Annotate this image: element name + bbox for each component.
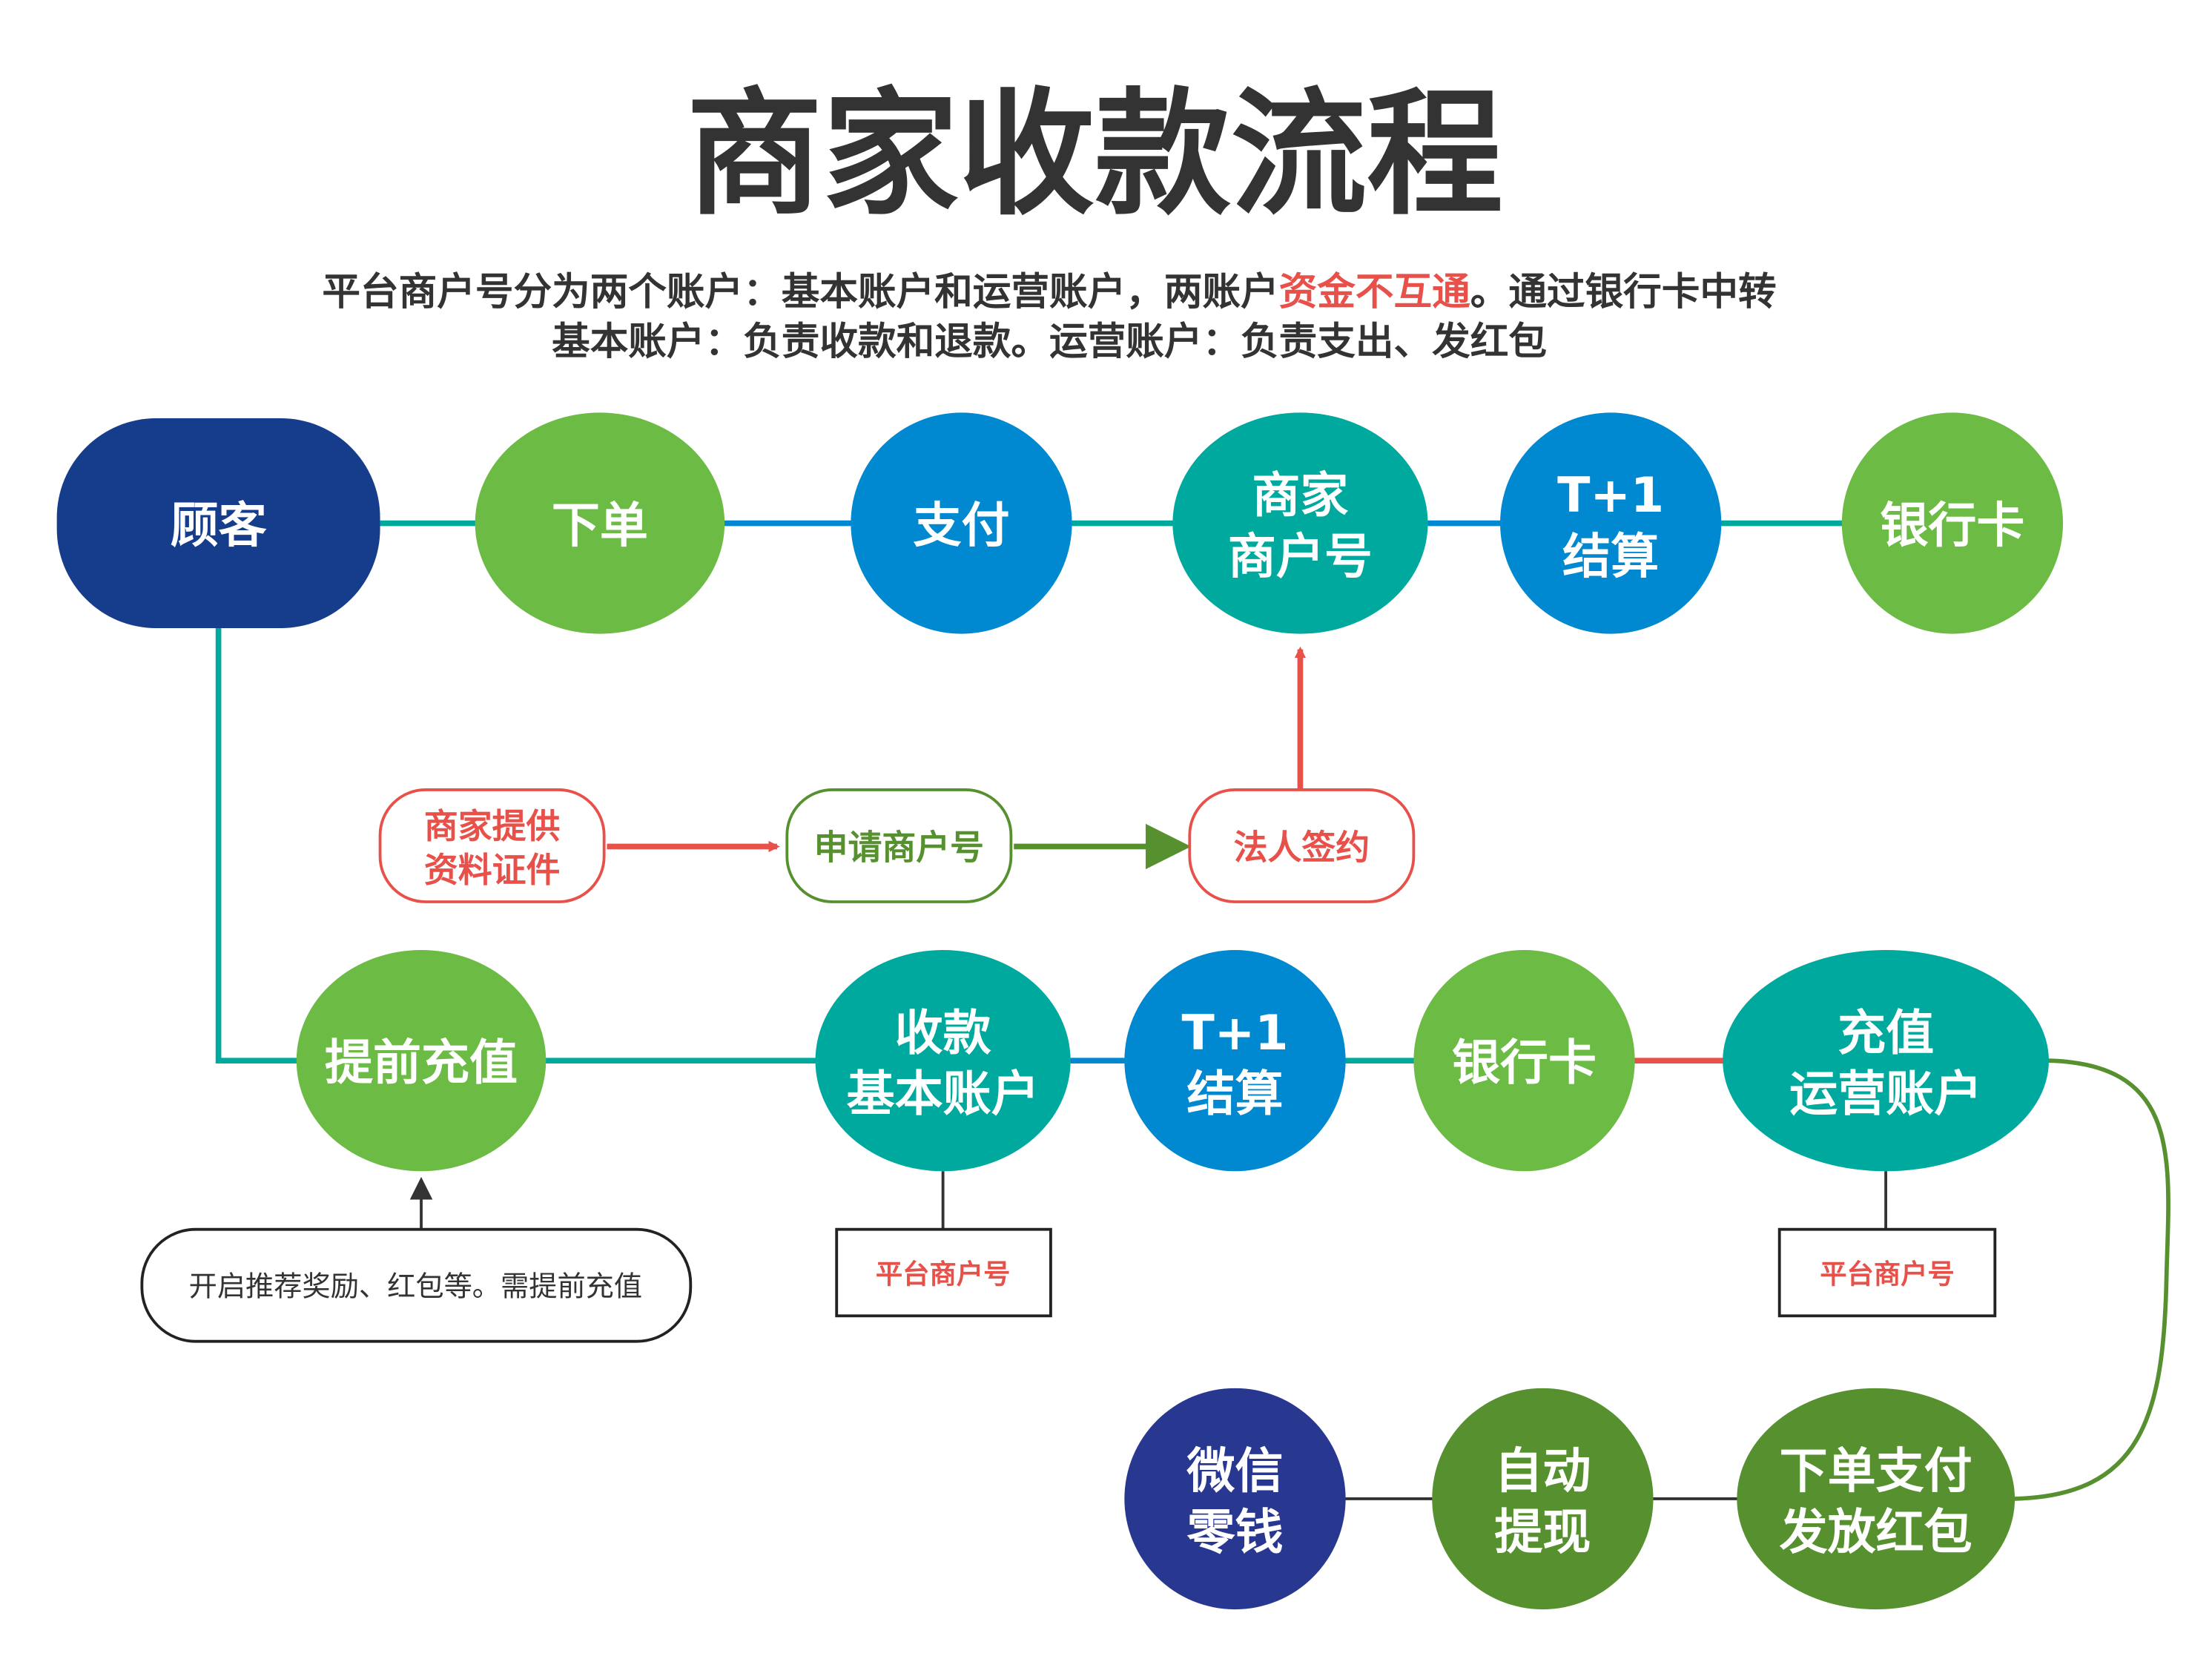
node-basic-account[interactable]: 收款 基本账户 bbox=[815, 950, 1071, 1172]
svg-text:支付: 支付 bbox=[913, 498, 1009, 553]
node-order[interactable]: 下单 bbox=[475, 412, 725, 634]
svg-text:发放红包: 发放红包 bbox=[1780, 1505, 1972, 1560]
svg-text:结算: 结算 bbox=[1186, 1066, 1283, 1122]
svg-text:银行卡: 银行卡 bbox=[1880, 498, 2024, 553]
svg-text:基本账户: 基本账户 bbox=[847, 1066, 1040, 1122]
svg-text:法人签约: 法人签约 bbox=[1234, 828, 1370, 868]
platform-account-box-2: 平台商户号 bbox=[1777, 1227, 1997, 1318]
node-settle-t1-2[interactable]: T+1 结算 bbox=[1124, 950, 1346, 1172]
node-settle-t1[interactable]: T+1 结算 bbox=[1500, 412, 1722, 634]
svg-text:平台商户号: 平台商户号 bbox=[876, 1258, 1011, 1290]
node-apply-merchant[interactable]: 申请商户号 bbox=[785, 788, 1013, 903]
svg-text:自动: 自动 bbox=[1494, 1444, 1591, 1500]
node-auto-withdraw[interactable]: 自动 提现 bbox=[1432, 1388, 1654, 1610]
node-wechat-change[interactable]: 微信 零钱 bbox=[1124, 1388, 1346, 1610]
node-red-packet[interactable]: 下单支付 发放红包 bbox=[1737, 1388, 2015, 1610]
svg-text:提现: 提现 bbox=[1494, 1505, 1591, 1560]
node-legal-sign[interactable]: 法人签约 bbox=[1188, 788, 1416, 903]
svg-text:开启推荐奖励、红包等。需提前充值: 开启推荐奖励、红包等。需提前充值 bbox=[189, 1271, 642, 1304]
svg-text:零钱: 零钱 bbox=[1186, 1505, 1283, 1560]
node-ops-account[interactable]: 充值 运营账户 bbox=[1723, 950, 2049, 1172]
node-pay[interactable]: 支付 bbox=[851, 412, 1072, 634]
svg-text:结算: 结算 bbox=[1562, 529, 1659, 584]
svg-text:平台商户号: 平台商户号 bbox=[1820, 1258, 1955, 1290]
svg-text:商家提供: 商家提供 bbox=[424, 806, 561, 846]
page-title: 商家收款流程 bbox=[687, 76, 1503, 234]
svg-text:顾客: 顾客 bbox=[171, 498, 267, 553]
node-bank-card[interactable]: 银行卡 bbox=[1841, 412, 2064, 634]
svg-text:下单: 下单 bbox=[552, 498, 648, 553]
svg-text:商户号: 商户号 bbox=[1228, 529, 1373, 584]
note-prepay: 开启推荐奖励、红包等。需提前充值 bbox=[140, 1227, 693, 1343]
svg-text:运营账户: 运营账户 bbox=[1789, 1066, 1982, 1122]
row1-connectors bbox=[215, 520, 2170, 1501]
node-provide-documents[interactable]: 商家提供 资料证件 bbox=[378, 788, 606, 903]
node-bank-card-2[interactable]: 银行卡 bbox=[1413, 950, 1635, 1172]
svg-text:商家: 商家 bbox=[1252, 468, 1348, 524]
svg-text:微信: 微信 bbox=[1186, 1444, 1283, 1500]
svg-text:收款: 收款 bbox=[895, 1006, 991, 1061]
node-customer[interactable]: 顾客 bbox=[56, 418, 380, 629]
svg-text:T+1: T+1 bbox=[1557, 468, 1664, 524]
subtitle-highlight: 资金不互通 bbox=[1279, 270, 1470, 314]
node-merchant-account[interactable]: 商家 商户号 bbox=[1172, 412, 1428, 634]
node-prepay[interactable]: 提前充值 bbox=[296, 950, 547, 1172]
svg-text:提前充值: 提前充值 bbox=[325, 1035, 518, 1091]
svg-text:充值: 充值 bbox=[1838, 1006, 1934, 1061]
platform-account-box-1: 平台商户号 bbox=[835, 1227, 1052, 1318]
svg-text:申请商户号: 申请商户号 bbox=[814, 828, 984, 868]
svg-text:下单支付: 下单支付 bbox=[1780, 1444, 1972, 1500]
subtitle-line-2: 基本账户：负责收款和退款。运营账户：负责支出、发红包 bbox=[552, 320, 1547, 364]
svg-text:资料证件: 资料证件 bbox=[424, 850, 561, 890]
subtitle-line-1: 平台商户号分为两个账户：基本账户和运营账户，两账户资金不互通。通过银行卡中转 bbox=[322, 270, 1776, 314]
svg-text:T+1: T+1 bbox=[1181, 1006, 1288, 1061]
svg-text:银行卡: 银行卡 bbox=[1452, 1035, 1597, 1091]
